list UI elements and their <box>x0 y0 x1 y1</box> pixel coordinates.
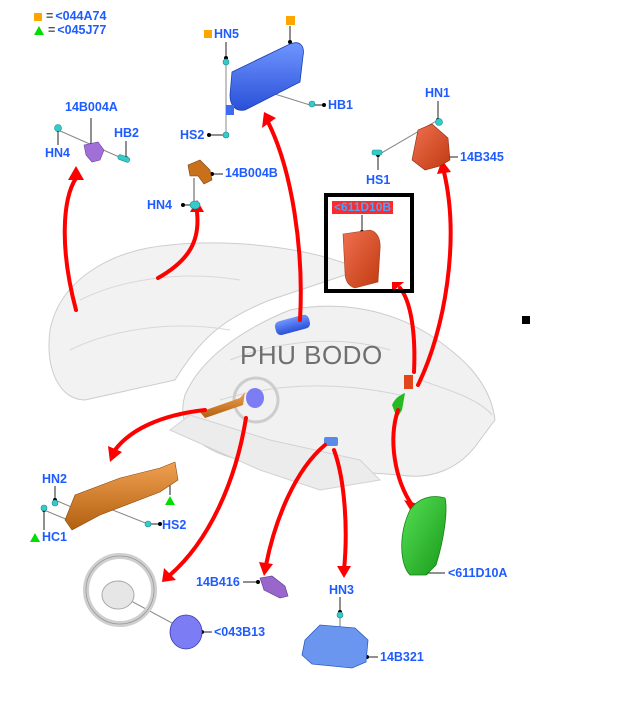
label-043b13[interactable]: <043B13 <box>214 625 266 639</box>
watermark: PHU BODO <box>240 340 383 370</box>
in-car-driver-airbag <box>246 388 264 408</box>
orange-square-marker-hn5 <box>204 30 212 38</box>
label-hn2[interactable]: HN2 <box>42 472 68 486</box>
611d10a-seat-airbag <box>401 496 447 576</box>
legend-code: <044A74 <box>55 9 107 23</box>
label-hc1[interactable]: HC1 <box>42 530 68 544</box>
car-floor-pan <box>169 414 382 491</box>
label-hs2-bottom[interactable]: HS2 <box>162 518 187 532</box>
14b345-sensor <box>411 123 451 171</box>
orange-square-icon <box>34 12 42 21</box>
legend-code: <045J77 <box>57 23 107 37</box>
fastener-hn2 <box>51 499 59 507</box>
label-hb1[interactable]: HB1 <box>328 98 354 112</box>
fastener-hs2-top <box>222 131 230 139</box>
label-hb2[interactable]: HB2 <box>114 126 140 140</box>
label-611d10a[interactable]: <611D10A <box>448 566 508 580</box>
14b004a-sensor <box>83 141 105 163</box>
label-hs1[interactable]: HS1 <box>366 173 391 187</box>
passenger-airbag <box>226 42 304 115</box>
driver-airbag <box>169 614 203 650</box>
fastener-hb2 <box>117 154 131 163</box>
in-car-knee-airbag <box>200 392 245 418</box>
label-14b004b[interactable]: 14B004B <box>225 166 278 180</box>
label-hn3[interactable]: HN3 <box>329 583 355 597</box>
fastener-hb1 <box>308 100 316 108</box>
label-hn5[interactable]: HN5 <box>214 27 240 41</box>
arrow-to-611d10a <box>391 408 414 507</box>
611d10b-module <box>342 229 381 289</box>
arrow-to-passenger-airbag <box>266 120 303 322</box>
label-14b004a[interactable]: 14B004A <box>65 100 118 114</box>
black-square-marker <box>522 316 530 324</box>
green-triangle-icon <box>34 26 44 36</box>
fasteners <box>40 58 443 619</box>
arrow-to-14b416 <box>264 443 327 567</box>
arrow-to-14b345 <box>416 170 453 387</box>
green-triangle-marker-hc1 <box>30 533 40 542</box>
14b321-rcm <box>301 624 369 669</box>
steering-wheel-ghost <box>232 376 280 424</box>
arrow-to-knee-airbag <box>113 408 207 452</box>
arrow-to-steering-wheel <box>168 416 248 577</box>
in-car-seat-airbag <box>392 393 405 418</box>
label-14b345[interactable]: 14B345 <box>460 150 504 164</box>
arrow-to-14b004b <box>156 210 200 280</box>
fastener-hn3 <box>336 611 344 619</box>
fastener-hc1 <box>40 504 48 512</box>
legend-item-square: =<044A74 <box>34 10 106 23</box>
14b004b-sensor <box>187 159 213 185</box>
arrow-to-14b004a <box>62 176 78 312</box>
fastener-hn4-left <box>54 124 62 132</box>
arrow-heads <box>68 112 451 582</box>
fastener-hn4-mid <box>189 200 201 210</box>
in-car-seat-module <box>404 375 413 389</box>
fastener-hs1 <box>371 149 383 156</box>
14b416-sensor <box>259 575 289 599</box>
label-hn4-left[interactable]: HN4 <box>45 146 71 160</box>
fastener-hn5 <box>222 58 230 66</box>
in-car-rcm <box>324 437 338 446</box>
label-611d10b-highlighted[interactable]: <611D10B <box>331 200 395 215</box>
steering-wheel <box>83 553 157 627</box>
label-hs2-top[interactable]: HS2 <box>180 128 205 142</box>
label-14b416[interactable]: 14B416 <box>196 575 240 589</box>
orange-square-marker-top <box>286 16 295 25</box>
label-hn4-mid[interactable]: HN4 <box>147 198 173 212</box>
label-hn1[interactable]: HN1 <box>425 86 451 100</box>
arrow-to-rcm <box>332 448 348 572</box>
knee-airbag <box>64 461 179 531</box>
label-14b321[interactable]: 14B321 <box>380 650 424 664</box>
fastener-hs2-bottom <box>144 520 152 528</box>
fastener-hn1 <box>435 118 443 126</box>
car-body <box>48 242 496 491</box>
legend-item-triangle: =<045J77 <box>34 24 106 37</box>
highlight-box-611d10b <box>324 193 414 293</box>
green-triangle-marker-knee <box>165 496 175 505</box>
